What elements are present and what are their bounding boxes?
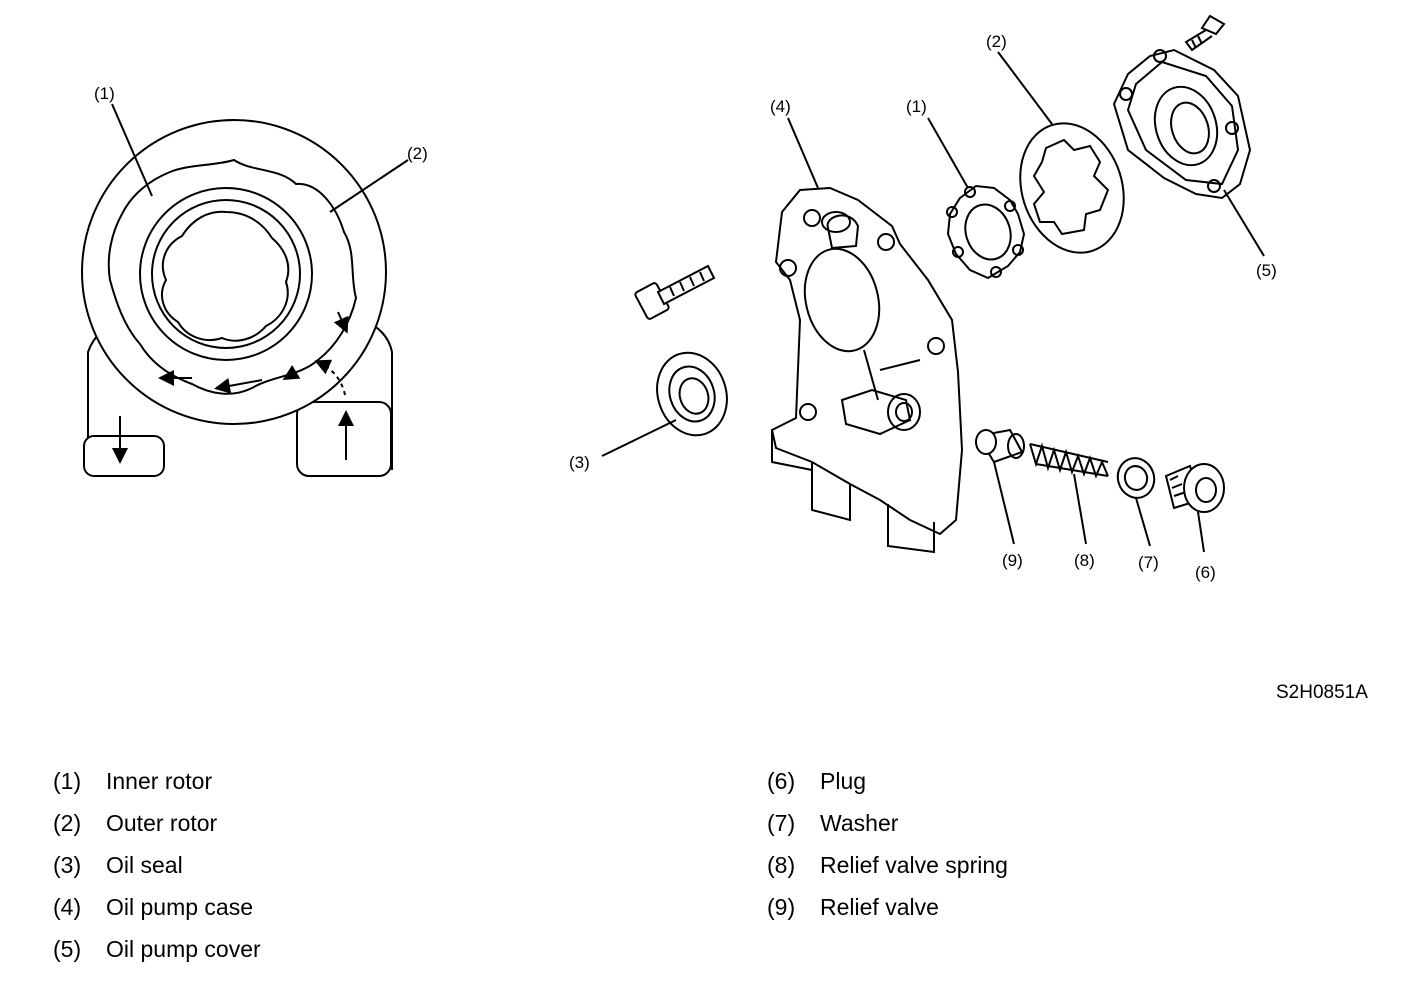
callout-exp-6: (6)	[1195, 563, 1216, 582]
oil-seal	[656, 351, 728, 437]
leader-exp-7	[1135, 497, 1151, 547]
washer	[1116, 457, 1156, 499]
legend-item: (3) Oil seal	[53, 848, 653, 890]
callout-left-1: (1)	[94, 84, 115, 103]
leader-left-2	[329, 159, 409, 213]
flow-arrow-curve	[314, 359, 346, 396]
flow-arrow-middle	[282, 364, 301, 381]
legend-item: (7) Washer	[767, 806, 1367, 848]
callout-left-2: (2)	[407, 144, 428, 163]
legend-label: Relief valve	[820, 894, 939, 920]
legend-label: Oil pump cover	[106, 936, 261, 962]
legend-item: (2) Outer rotor	[53, 806, 653, 848]
oil-pump-diagram: (1) (2)	[81, 14, 1368, 703]
legend-number: (2)	[53, 810, 82, 836]
relief-valve-spring	[1029, 442, 1109, 479]
legend-item: (5) Oil pump cover	[53, 932, 653, 974]
callout-exp-8: (8)	[1074, 551, 1095, 570]
leader-left-1	[111, 103, 153, 197]
inner-rotor-outline	[139, 187, 313, 361]
legend-item: (8) Relief valve spring	[767, 848, 1367, 890]
legend-label: Relief valve spring	[820, 852, 1008, 878]
leader-exp-6	[1197, 511, 1205, 553]
legend-left: (1) Inner rotor (2) Outer rotor (3) Oil sea…	[53, 764, 653, 974]
outer-rotor	[1019, 122, 1125, 254]
plug	[1164, 463, 1225, 513]
inner-rotor-inner-ring	[151, 199, 301, 349]
inner-rotor-bore	[161, 210, 290, 342]
legend-number: (6)	[767, 768, 796, 794]
legend-label: Outer rotor	[106, 810, 218, 836]
leader-exp-9	[993, 461, 1015, 545]
legend-label: Plug	[820, 768, 867, 794]
oil-pump-case	[770, 186, 964, 554]
callout-exp-4: (4)	[770, 97, 791, 116]
legend-number: (1)	[53, 768, 82, 794]
legend-right: (6) Plug (7) Washer (8) Relief valve spring…	[767, 764, 1367, 932]
leader-exp-1	[927, 117, 969, 189]
leader-exp-3	[601, 419, 677, 457]
figure-code: S2H0851A	[1276, 682, 1368, 703]
flow-arrow-right	[333, 311, 349, 334]
legend-number: (3)	[53, 852, 82, 878]
legend-label: Inner rotor	[106, 768, 213, 794]
leader-exp-4	[787, 117, 819, 189]
callout-exp-2: (2)	[986, 32, 1007, 51]
rotor-operation-view	[81, 103, 409, 477]
legend-item: (1) Inner rotor	[53, 764, 653, 806]
legend-number: (7)	[767, 810, 796, 836]
legend-item: (6) Plug	[767, 764, 1367, 806]
legend-item: (4) Oil pump case	[53, 890, 653, 932]
callout-exp-5: (5)	[1256, 261, 1277, 280]
bolt-icon	[634, 264, 716, 320]
outlet-port	[83, 435, 165, 477]
flow-arrow-bottom	[214, 377, 263, 394]
legend-number: (8)	[767, 852, 796, 878]
callout-exp-9: (9)	[1002, 551, 1023, 570]
legend-label: Oil pump case	[106, 894, 254, 920]
legend-label: Washer	[820, 810, 899, 836]
leader-exp-8	[1073, 473, 1087, 545]
leader-exp-5	[1223, 189, 1265, 257]
inlet-port	[296, 401, 392, 477]
legend-item: (9) Relief valve	[767, 890, 1367, 932]
leader-exp-2	[997, 51, 1053, 125]
exploded-view	[601, 14, 1265, 554]
legend-number: (5)	[53, 936, 82, 962]
legend-number: (4)	[53, 894, 82, 920]
callout-exp-3: (3)	[569, 453, 590, 472]
callout-exp-7: (7)	[1138, 553, 1159, 572]
screw-icon	[1184, 14, 1226, 52]
oil-pump-cover	[1112, 48, 1252, 200]
legend-label: Oil seal	[106, 852, 183, 878]
callout-exp-1: (1)	[906, 97, 927, 116]
relief-valve	[975, 428, 1025, 464]
legend-number: (9)	[767, 894, 796, 920]
inner-rotor	[946, 184, 1026, 280]
